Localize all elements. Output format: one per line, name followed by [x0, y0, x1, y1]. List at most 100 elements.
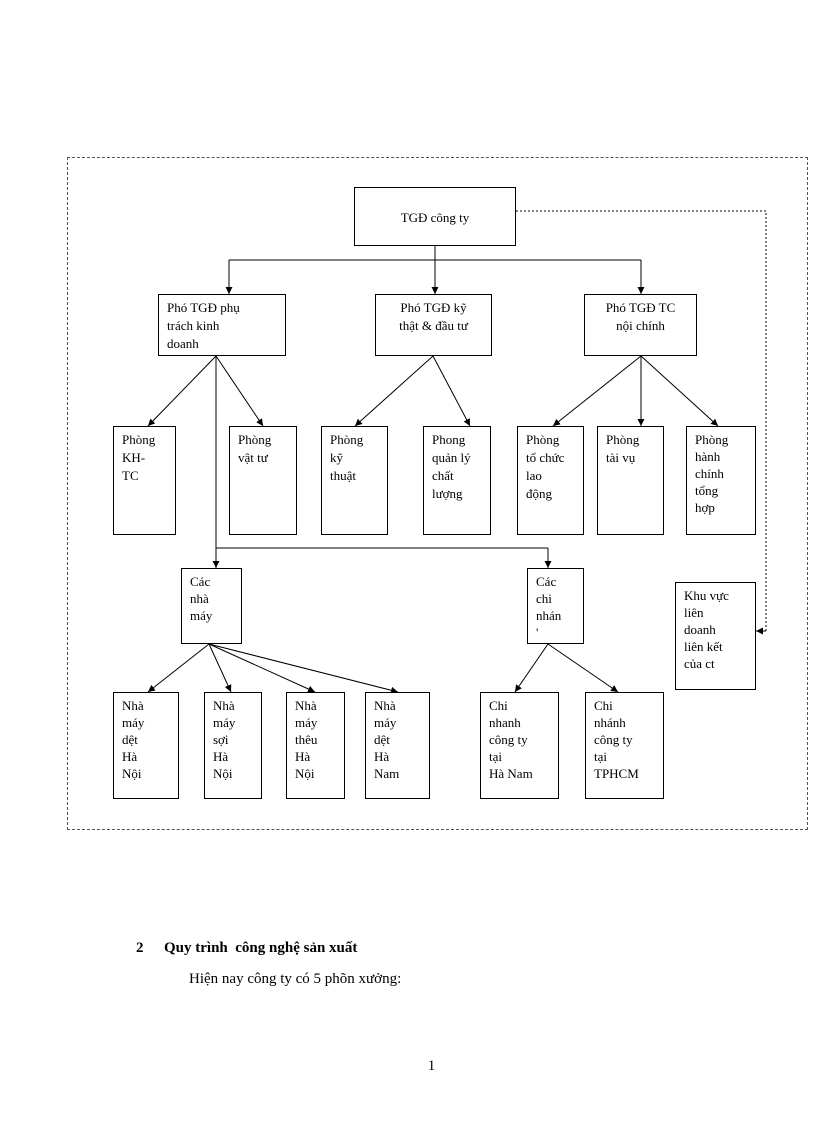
branch-box-ha-nam: Chi nhanh công ty tại Hà Nam [480, 692, 559, 799]
box-line: nhà [190, 591, 209, 606]
factory-box-det-ha-noi: Nhà máy dệt Hà Nội [113, 692, 179, 799]
box-line: liên kết [684, 639, 723, 654]
box-line: Phòng [122, 432, 156, 447]
box-line: Chi [594, 698, 613, 713]
department-box-technical: Phòng kỹ thuật [321, 426, 388, 535]
box-line: lao [526, 468, 542, 483]
box-line: hành [695, 449, 721, 464]
box-line: động [526, 486, 552, 501]
box-line: nội chính [616, 318, 665, 333]
box-line: nhánh [594, 715, 626, 730]
department-box-materials: Phòng vật tư [229, 426, 297, 535]
box-line: máy [213, 715, 236, 730]
box-line: Nam [374, 766, 400, 781]
deputy-box-internal: Phó TGĐ TC nội chính [584, 294, 697, 356]
factory-box-soi-ha-noi: Nhà máy sợi Hà Nội [204, 692, 262, 799]
group-box-branches: Các chi nhán ' [527, 568, 584, 644]
box-line: của ct [684, 656, 715, 671]
box-line: tài vụ [606, 450, 636, 465]
department-box-quality: Phong quản lý chất lượng [423, 426, 491, 535]
box-line: chính [695, 466, 724, 481]
section-intro-text: Hiện nay công ty có 5 phõn xưởng: [189, 971, 402, 987]
box-line: dệt [122, 732, 138, 747]
box-line: công ty [594, 732, 633, 747]
box-line: hợp [695, 500, 715, 515]
box-line: máy [122, 715, 145, 730]
box-line: sợi [213, 732, 229, 747]
box-line: Hà [213, 749, 229, 764]
box-line: tổng [695, 483, 719, 498]
box-line: tại [489, 749, 502, 764]
box-line: Phong [432, 432, 466, 447]
box-line: vật tư [238, 450, 268, 465]
box-line: kỹ [330, 450, 343, 465]
box-line: Khu vực [684, 588, 729, 603]
box-line: Nhà [122, 698, 144, 713]
section-number: 2 [136, 940, 144, 956]
box-line: công ty [489, 732, 528, 747]
page-number: 1 [427, 1058, 436, 1074]
box-line: Phòng [330, 432, 364, 447]
department-box-planning: Phòng KH- TC [113, 426, 176, 535]
factory-box-theu-ha-noi: Nhà máy thêu Hà Nội [286, 692, 345, 799]
deputy-box-technical: Phó TGĐ kỹ thật & đầu tư [375, 294, 492, 356]
box-line: dệt [374, 732, 390, 747]
department-box-finance: Phòng tài vụ [597, 426, 664, 535]
box-line: Hà Nam [489, 766, 533, 781]
box-line: Phòng [238, 432, 272, 447]
box-line: TPHCM [594, 766, 639, 781]
box-line: Phòng [526, 432, 560, 447]
box-line: Phó TGĐ kỹ [400, 300, 467, 315]
box-line: Nội [122, 766, 142, 781]
section-title: Quy trình công nghệ sản xuất [164, 940, 358, 956]
root-box-label: TGĐ công ty [400, 210, 470, 225]
box-line: ' [536, 625, 539, 640]
box-line: Hà [374, 749, 390, 764]
branch-box-tphcm: Chi nhánh công ty tại TPHCM [585, 692, 664, 799]
box-line: tổ chức [526, 450, 565, 465]
box-line: máy [374, 715, 397, 730]
box-line: lượng [432, 486, 463, 501]
box-line: Nội [295, 766, 315, 781]
box-line: thật & đầu tư [399, 318, 468, 333]
box-line: KH- [122, 450, 146, 465]
box-line: Phó TGĐ TC [605, 300, 676, 315]
box-line: chi [536, 591, 552, 606]
box-line: Nhà [213, 698, 235, 713]
department-box-administration: Phòng hành chính tổng hợp [686, 426, 756, 535]
box-line: thêu [295, 732, 318, 747]
box-line: nhán [536, 608, 562, 623]
group-box-factories: Các nhà máy [181, 568, 242, 644]
box-line: TC [122, 468, 139, 483]
box-line: Hà [295, 749, 311, 764]
box-line: quản lý [432, 450, 471, 465]
box-line: Các [536, 574, 557, 589]
box-line: Hà [122, 749, 138, 764]
box-line: trách kinh [167, 318, 220, 333]
box-line: tại [594, 749, 607, 764]
box-line: liên [684, 605, 704, 620]
box-line: doanh [684, 622, 716, 637]
box-line: Chi [489, 698, 508, 713]
box-line: doanh [167, 336, 199, 351]
box-line: Phó TGĐ phụ [167, 300, 240, 315]
box-line: nhanh [489, 715, 521, 730]
box-line: máy [295, 715, 318, 730]
box-line: Nhà [374, 698, 396, 713]
department-box-personnel: Phòng tổ chức lao động [517, 426, 584, 535]
box-line: Nội [213, 766, 233, 781]
joint-venture-box: Khu vực liên doanh liên kết của ct [675, 582, 756, 690]
box-line: Các [190, 574, 211, 589]
box-line: Nhà [295, 698, 317, 713]
box-line: Phòng [695, 432, 729, 447]
diagram-frame [67, 157, 808, 830]
factory-box-det-ha-nam: Nhà máy dệt Hà Nam [365, 692, 430, 799]
section-heading: 2 Quy trình công nghệ sản xuất [136, 940, 357, 957]
deputy-box-business: Phó TGĐ phụ trách kinh doanh [158, 294, 286, 356]
box-line: Phòng [606, 432, 640, 447]
root-box-tgd: TGĐ công ty [354, 187, 516, 246]
box-line: thuật [330, 468, 356, 483]
box-line: chất [432, 468, 454, 483]
box-line: máy [190, 608, 213, 623]
